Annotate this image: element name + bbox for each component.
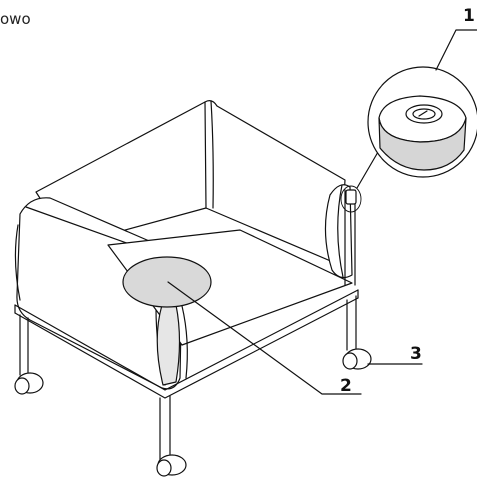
callout-1: 1 [463, 6, 475, 26]
table-stem [156, 304, 181, 386]
frame [14, 289, 359, 399]
leg-back [344, 189, 356, 286]
caption-text: owo [0, 10, 31, 28]
leg-left [19, 314, 29, 376]
leg-right [346, 295, 357, 351]
table-top [122, 256, 212, 308]
caster-front-icon [156, 454, 187, 477]
usb-socket-icon [340, 185, 362, 213]
leader-1 [435, 29, 477, 71]
caster-right-icon [342, 348, 372, 370]
callout-3: 3 [410, 344, 422, 364]
leader-2 [167, 281, 362, 395]
caster-left-icon [14, 372, 44, 395]
callout-2: 2 [340, 376, 352, 396]
backrest [35, 100, 346, 266]
leg-front [159, 395, 171, 461]
